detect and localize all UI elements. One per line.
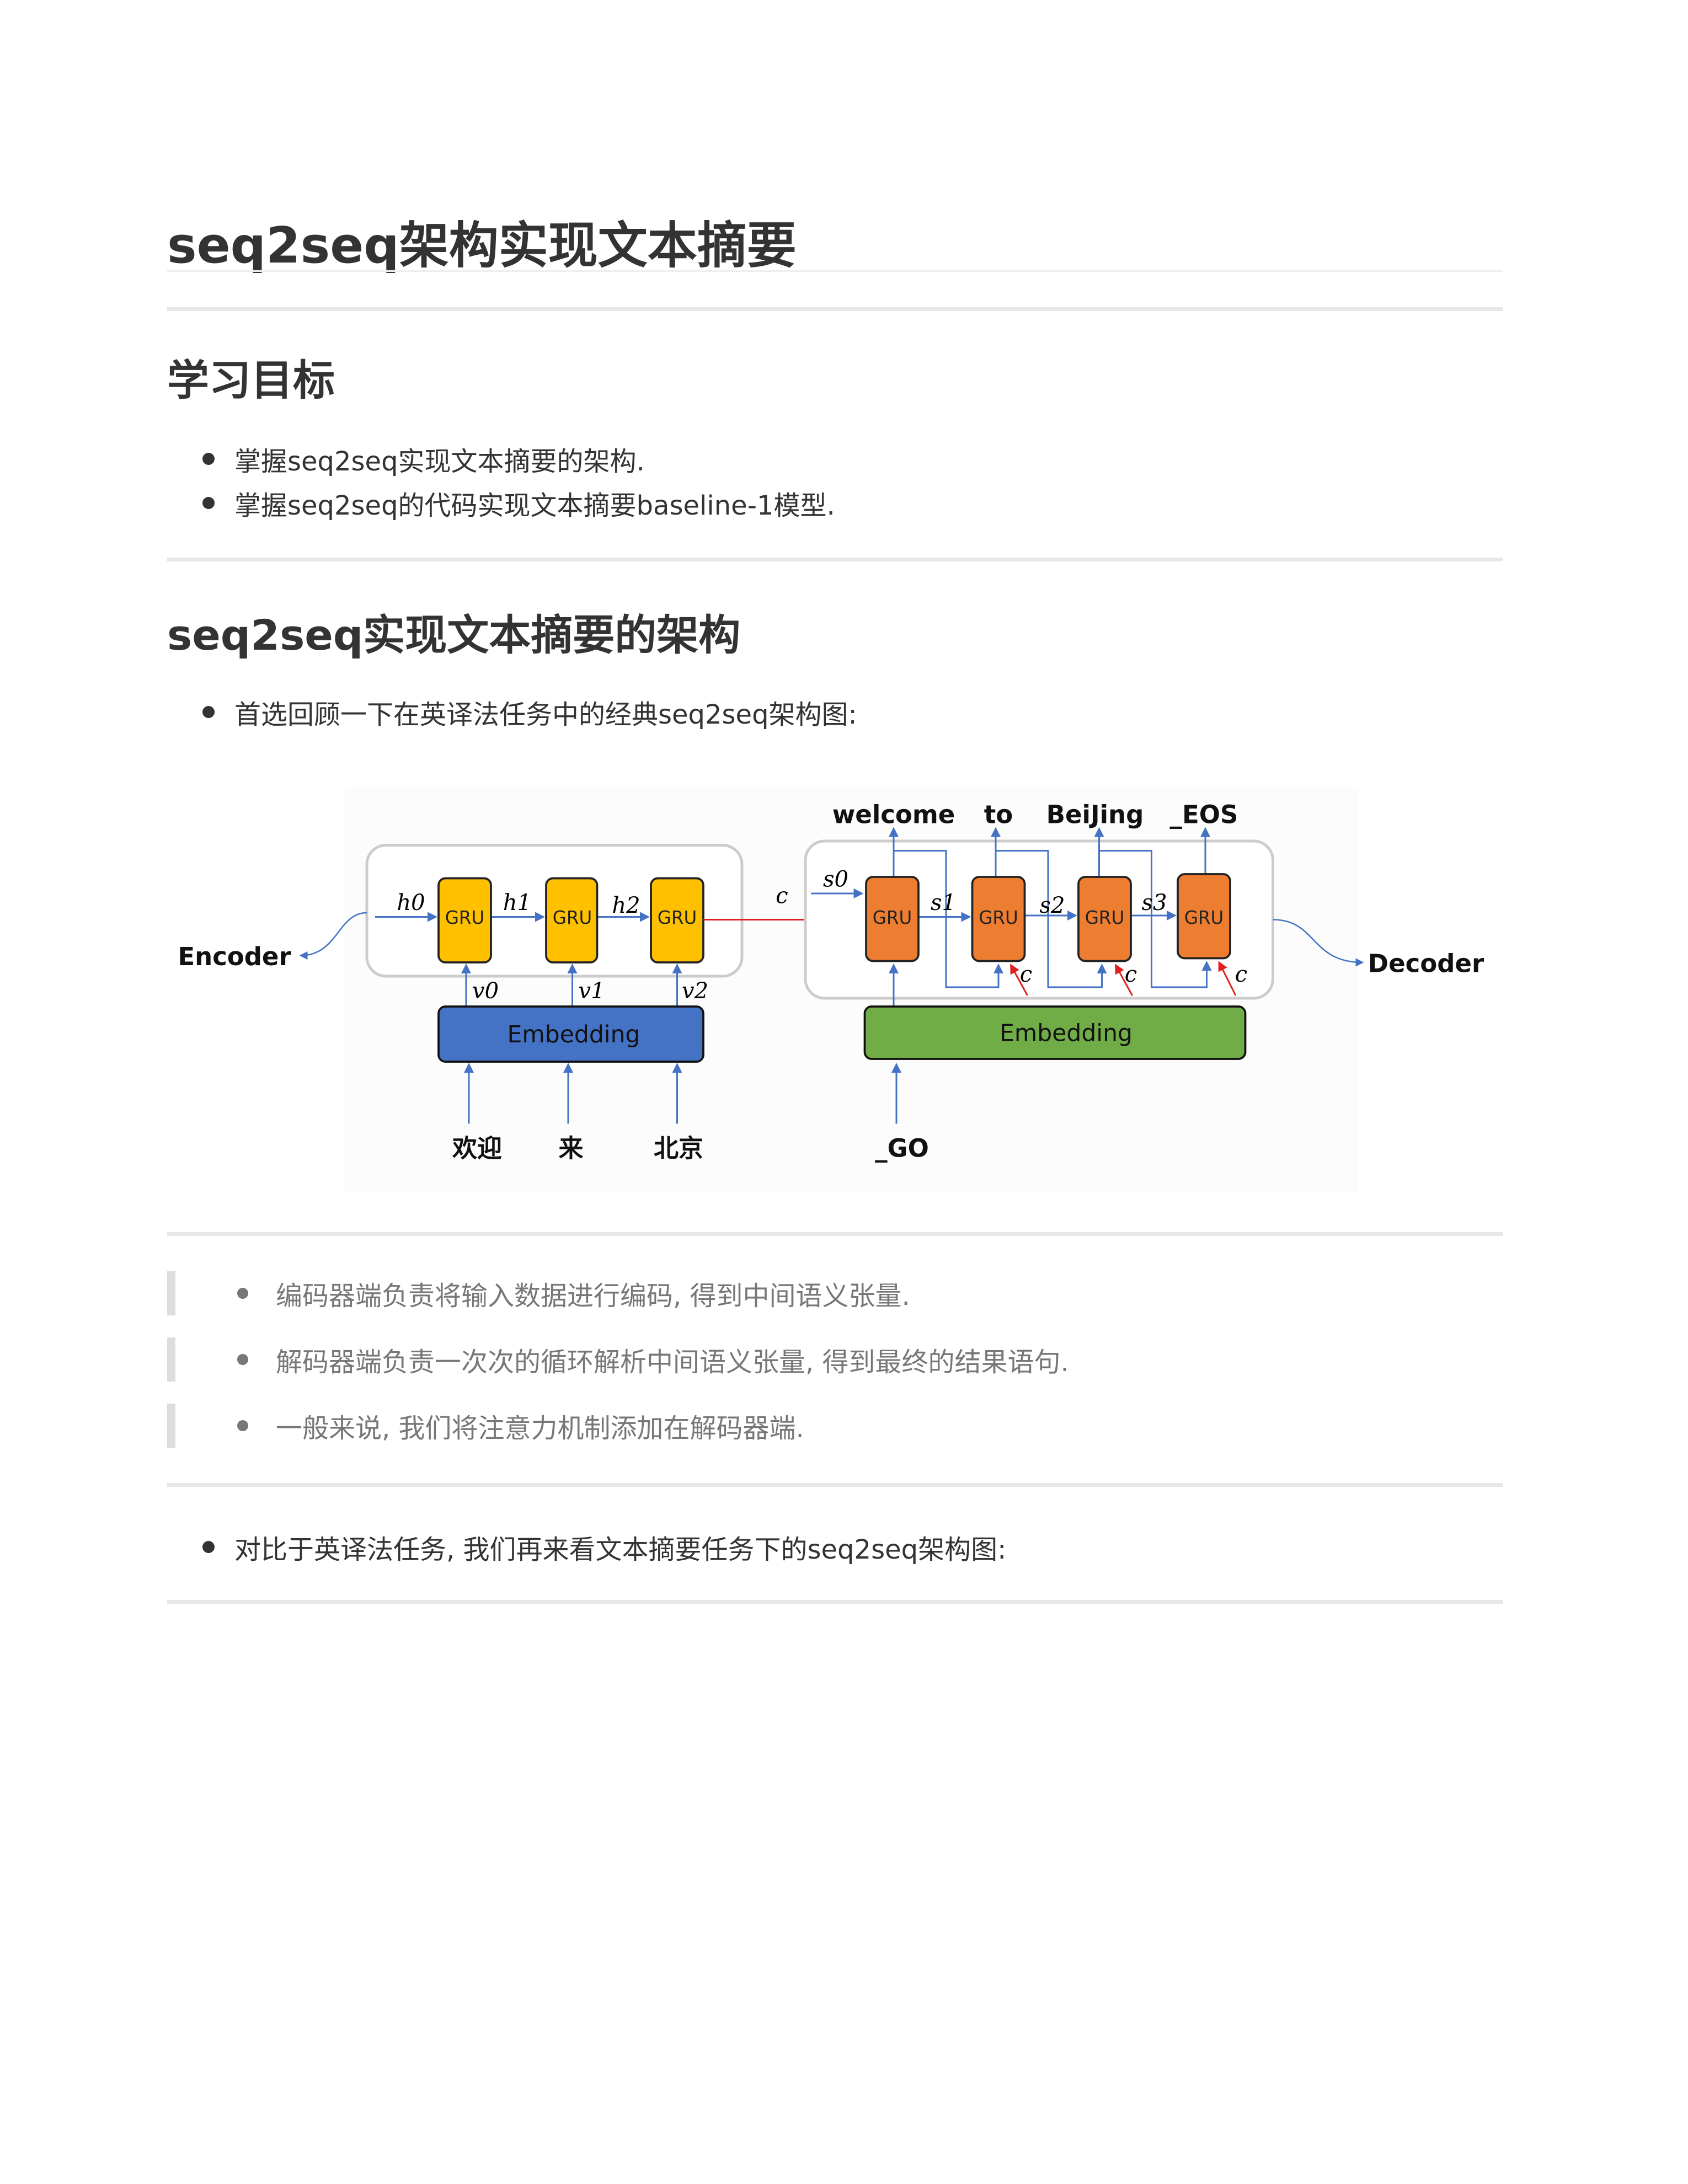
list-item: 首选回顾一下在英译法任务中的经典seq2seq架构图:: [202, 693, 857, 731]
output-token: _EOS: [1170, 800, 1238, 829]
svg-text:Embedding: Embedding: [507, 1021, 640, 1048]
svg-text:Embedding: Embedding: [1000, 1020, 1133, 1047]
quote-bar: [167, 1337, 175, 1382]
vector-label: v2: [682, 978, 708, 1004]
seq2seq-diagram: Encoder GRU GRU GRU h0 h1 h2 v0 v1 v2 Em…: [178, 786, 1484, 1193]
decoder-gru: GRU: [865, 876, 920, 962]
go-token: _GO: [875, 1134, 929, 1163]
list-item-text: 掌握seq2seq的代码实现文本摘要baseline-1模型.: [234, 490, 835, 521]
blockquote-item: 编码器端负责将输入数据进行编码, 得到中间语义张量.: [167, 1271, 1491, 1315]
objectives-heading: 学习目标: [167, 356, 335, 405]
decoder-embedding: Embedding: [863, 1005, 1247, 1060]
output-token: BeiJing: [1046, 800, 1144, 829]
input-token: 欢迎: [452, 1134, 502, 1163]
decoder-pointer: [1273, 919, 1364, 967]
bullet-icon: [202, 706, 215, 718]
list-item-text: 首选回顾一下在英译法任务中的经典seq2seq架构图:: [234, 699, 857, 730]
output-token: to: [984, 800, 1013, 829]
blockquote-item: 解码器端负责一次次的循环解析中间语义张量, 得到最终的结果语句.: [167, 1337, 1491, 1382]
state-label: s2: [1040, 893, 1065, 918]
vector-label: v1: [578, 978, 605, 1004]
state-label: s1: [931, 890, 956, 916]
svg-text:GRU: GRU: [873, 907, 912, 928]
output-token: welcome: [832, 800, 955, 829]
divider: [167, 1483, 1503, 1487]
decoder-gru: GRU: [1177, 873, 1231, 960]
divider: [167, 1232, 1503, 1236]
state-label: s3: [1142, 890, 1167, 916]
quote-text: 编码器端负责将输入数据进行编码, 得到中间语义张量.: [276, 1281, 910, 1312]
context-label: c: [776, 884, 788, 909]
hidden-label: h2: [612, 893, 640, 918]
list-item-text: 对比于英译法任务, 我们再来看文本摘要任务下的seq2seq架构图:: [234, 1534, 1007, 1565]
quote-text: 解码器端负责一次次的循环解析中间语义张量, 得到最终的结果语句.: [276, 1347, 1069, 1378]
bullet-icon: [237, 1288, 248, 1299]
svg-text:GRU: GRU: [553, 907, 592, 928]
page-title: seq2seq架构实现文本摘要: [167, 217, 797, 275]
title-underline: [167, 270, 1503, 272]
context-label: c: [1020, 962, 1032, 987]
encoder-gru: GRU: [437, 877, 492, 963]
encoder-label: Encoder: [178, 942, 291, 971]
bullet-icon: [202, 1541, 215, 1553]
divider: [167, 1600, 1503, 1604]
svg-text:GRU: GRU: [658, 907, 697, 928]
svg-text:GRU: GRU: [1184, 907, 1224, 928]
context-label: c: [1235, 962, 1247, 987]
list-item: 对比于英译法任务, 我们再来看文本摘要任务下的seq2seq架构图:: [202, 1528, 1006, 1566]
state-label: s0: [823, 867, 848, 892]
input-token: 来: [558, 1134, 583, 1163]
hidden-label: h0: [397, 890, 425, 916]
bullet-icon: [237, 1354, 248, 1365]
quote-bar: [167, 1271, 175, 1315]
quote-bar: [167, 1404, 175, 1448]
svg-text:GRU: GRU: [979, 907, 1018, 928]
svg-text:GRU: GRU: [1085, 907, 1125, 928]
architecture-heading: seq2seq实现文本摘要的架构: [167, 611, 741, 660]
encoder-gru: GRU: [650, 877, 704, 963]
context-label: c: [1125, 962, 1137, 987]
decoder-label: Decoder: [1368, 949, 1484, 978]
decoder-gru: GRU: [1077, 876, 1132, 962]
list-item: 掌握seq2seq的代码实现文本摘要baseline-1模型.: [202, 484, 835, 522]
bullet-icon: [202, 453, 215, 465]
bullet-icon: [237, 1420, 248, 1431]
quote-text: 一般来说, 我们将注意力机制添加在解码器端.: [276, 1413, 804, 1444]
input-token: 北京: [654, 1134, 703, 1163]
decoder-gru: GRU: [971, 876, 1026, 962]
encoder-pointer: [299, 912, 367, 960]
bullet-icon: [202, 497, 215, 509]
encoder-gru: GRU: [545, 877, 599, 963]
vector-label: v0: [472, 978, 499, 1004]
blockquote-item: 一般来说, 我们将注意力机制添加在解码器端.: [167, 1404, 1491, 1448]
list-item-text: 掌握seq2seq实现文本摘要的架构.: [234, 446, 645, 477]
divider: [167, 307, 1503, 311]
list-item: 掌握seq2seq实现文本摘要的架构.: [202, 440, 645, 478]
divider: [167, 558, 1503, 561]
svg-text:GRU: GRU: [445, 907, 485, 928]
hidden-label: h1: [503, 890, 531, 916]
encoder-embedding: Embedding: [437, 1005, 704, 1063]
